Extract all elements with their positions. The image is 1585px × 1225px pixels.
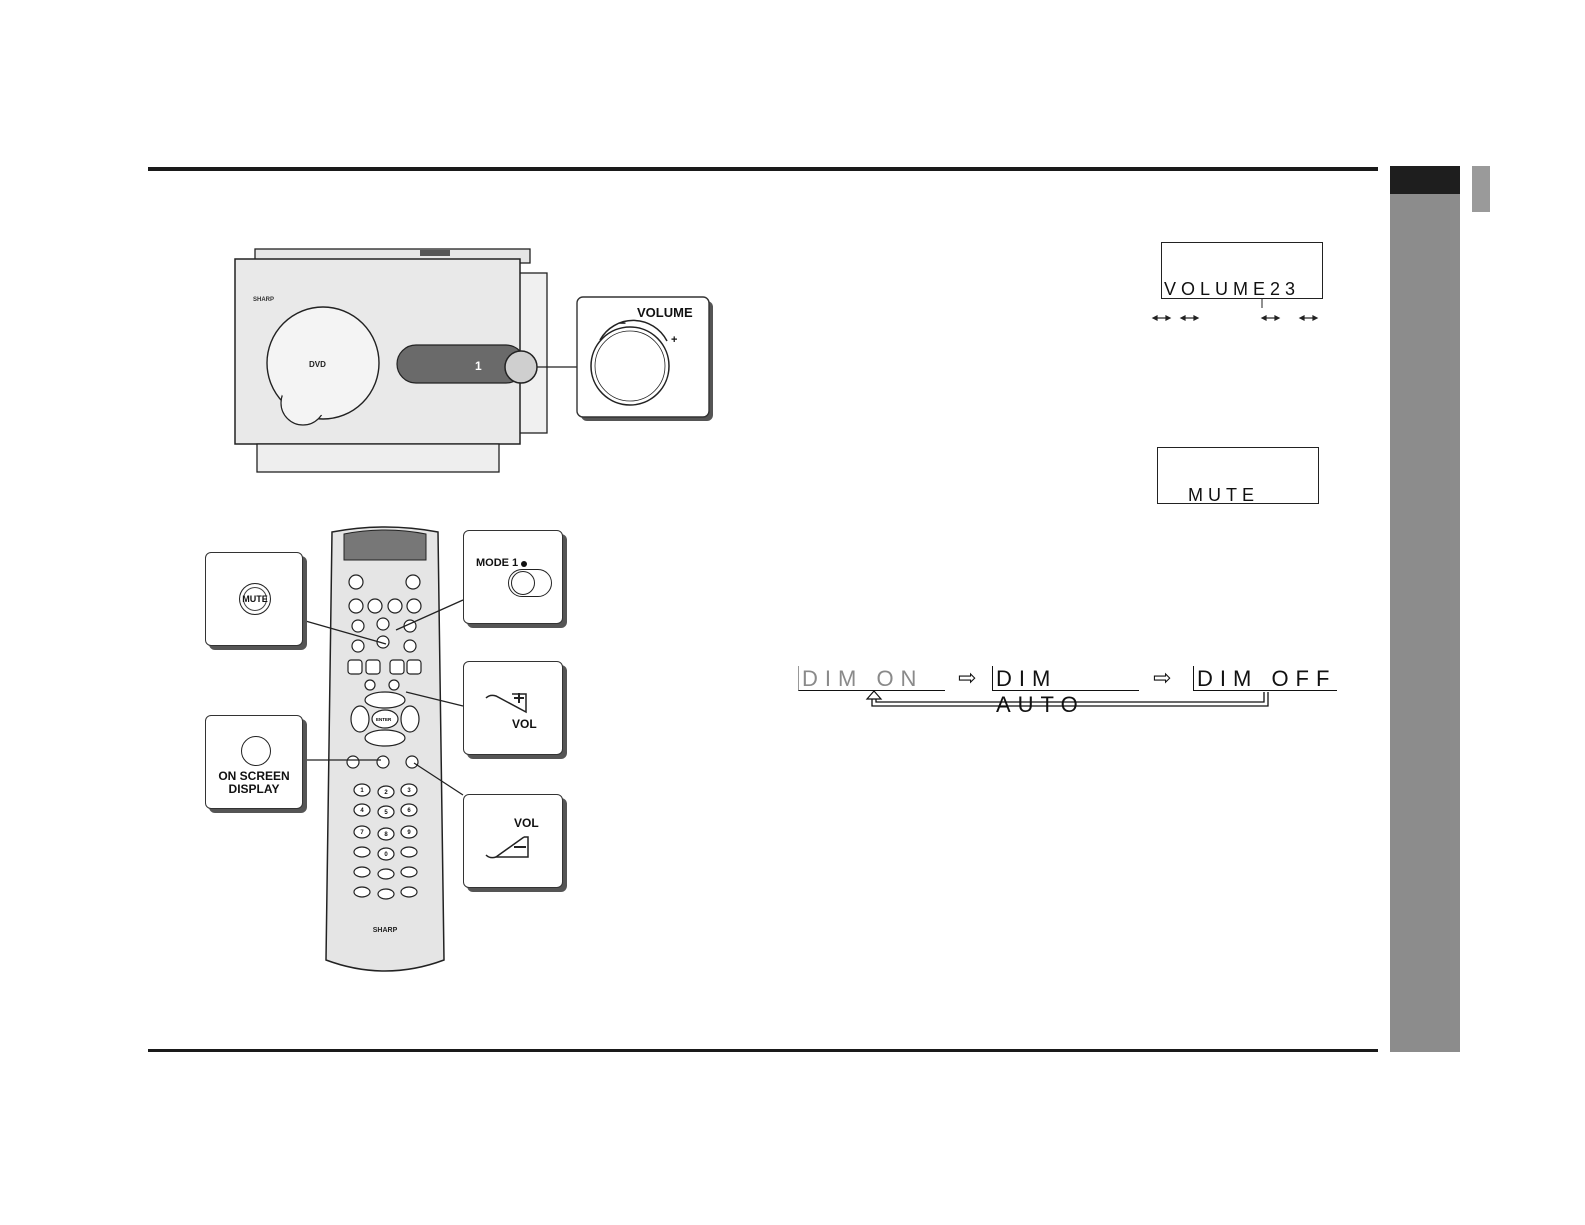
- side-tab: [1390, 166, 1460, 1052]
- mute-display-text: MUTE: [1188, 485, 1259, 506]
- main-unit-illustration: SHARP DVD 1 VOLUME − +: [225, 245, 725, 480]
- unit-display-text: 1: [475, 359, 482, 373]
- disc-logo: DVD: [309, 360, 326, 369]
- unit-volume-knob[interactable]: [505, 351, 537, 383]
- mode1-callout: MODE 1: [463, 530, 563, 624]
- mode1-switch-knob: [511, 571, 535, 595]
- mode1-label: MODE 1: [476, 557, 518, 570]
- dim-off-label: DIM OFF: [1197, 666, 1336, 692]
- vol-plus-label: VOL: [512, 718, 537, 731]
- on-screen-display-label: ON SCREEN DISPLAY: [212, 770, 296, 796]
- unit-vent: [420, 250, 450, 256]
- cycle-return-arrow: [858, 690, 1278, 712]
- mute-callout: MUTE: [205, 552, 303, 646]
- on-screen-display-button[interactable]: [241, 736, 271, 766]
- vol-plus-button[interactable]: [484, 686, 539, 720]
- mode1-indicator-icon: [521, 561, 527, 567]
- mute-button-label: MUTE: [240, 593, 270, 606]
- volume-display-text: VOLUME23: [1164, 279, 1300, 300]
- enter-label: ENTER: [376, 717, 392, 722]
- unit-stand: [257, 444, 499, 472]
- top-rule: [148, 167, 1378, 171]
- volume-display-indicators: [1150, 298, 1325, 326]
- volume-display: VOLUME23: [1161, 242, 1323, 299]
- vol-minus-button[interactable]: [484, 829, 539, 863]
- mute-display: MUTE: [1157, 447, 1319, 504]
- remote-ir-window: [344, 530, 426, 560]
- vol-plus-callout: VOL: [463, 661, 563, 755]
- side-tab-header: [1390, 166, 1460, 194]
- vol-minus-callout: VOL: [463, 794, 563, 888]
- mode1-switch[interactable]: [508, 569, 552, 597]
- side-marker: [1472, 166, 1490, 212]
- dim-on-display: DIM ON: [798, 666, 945, 691]
- knob-volume-label: VOLUME: [637, 305, 693, 320]
- bottom-rule: [148, 1049, 1378, 1052]
- mute-button[interactable]: MUTE: [239, 583, 271, 615]
- dimmer-cycle: DIM ON ⇨ DIM AUTO ⇨ DIM OFF: [798, 666, 1343, 712]
- on-screen-callout: ON SCREEN DISPLAY: [205, 715, 303, 809]
- remote-brand: SHARP: [373, 927, 398, 934]
- unit-brand: SHARP: [253, 297, 274, 303]
- arrow-right-icon: ⇨: [958, 665, 976, 691]
- dim-auto-display: DIM AUTO: [992, 666, 1139, 691]
- arrow-right-icon: ⇨: [1153, 665, 1171, 691]
- knob-plus-label: +: [671, 334, 677, 346]
- dim-off-display: DIM OFF: [1193, 666, 1337, 691]
- dim-on-label: DIM ON: [802, 666, 923, 692]
- remote-body: [326, 527, 444, 971]
